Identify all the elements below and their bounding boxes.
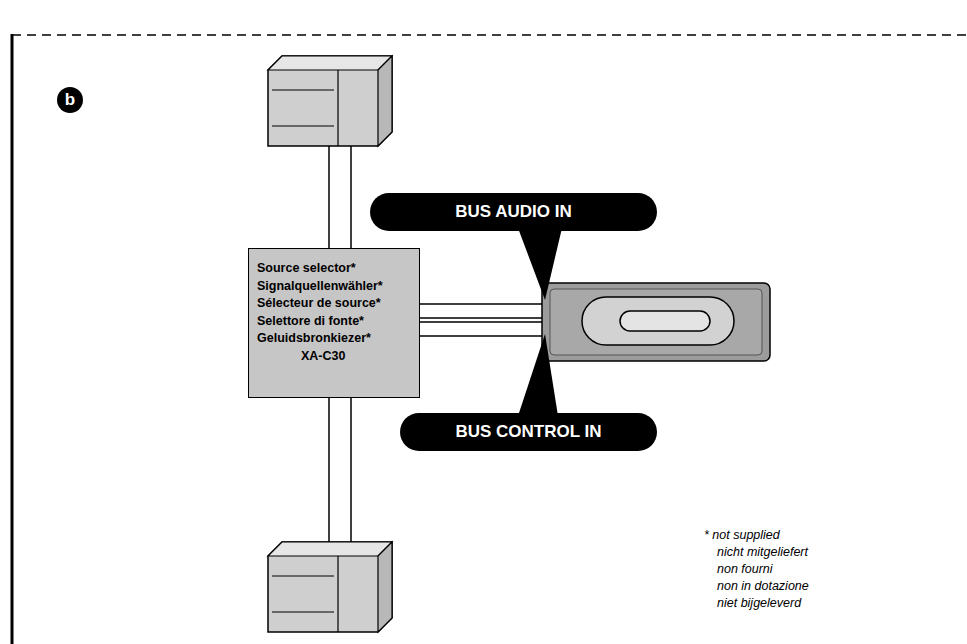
cable xyxy=(329,143,351,249)
footnote: non in dotazione xyxy=(717,575,809,597)
cut-line xyxy=(12,34,967,36)
page-border xyxy=(11,34,14,644)
callout-letter: b xyxy=(58,89,82,111)
component-name: Geluidsbronkiezer* xyxy=(257,330,411,348)
component-name: Selettore di fonte* xyxy=(257,313,411,331)
connector-label: BUS AUDIO IN xyxy=(455,202,572,222)
footnote: non fourni xyxy=(717,558,773,580)
cd-changer xyxy=(268,56,392,146)
selector-box: Source selector*Signalquellenwähler*Séle… xyxy=(248,248,420,398)
callout-circle xyxy=(57,87,83,113)
callout-pill: BUS CONTROL IN xyxy=(400,413,657,451)
callout-pointer xyxy=(518,228,562,300)
head-unit xyxy=(542,283,770,361)
component-name: Signalquellenwähler* xyxy=(257,278,411,296)
component-name: Source selector* xyxy=(257,260,411,278)
callout-pill: BUS AUDIO IN xyxy=(370,193,657,231)
connector-label: BUS CONTROL IN xyxy=(455,422,601,442)
component-name: Sélecteur de source* xyxy=(257,295,411,313)
cable xyxy=(419,322,543,336)
cable xyxy=(419,304,543,318)
cable xyxy=(329,397,351,543)
callout-pointer xyxy=(518,334,558,416)
component-name: XA-C30 xyxy=(257,348,411,366)
cd-changer xyxy=(268,542,392,632)
footnote: niet bijgeleverd xyxy=(717,592,801,614)
footnote: nicht mitgeliefert xyxy=(717,541,808,563)
footnote: * not supplied xyxy=(704,524,780,546)
